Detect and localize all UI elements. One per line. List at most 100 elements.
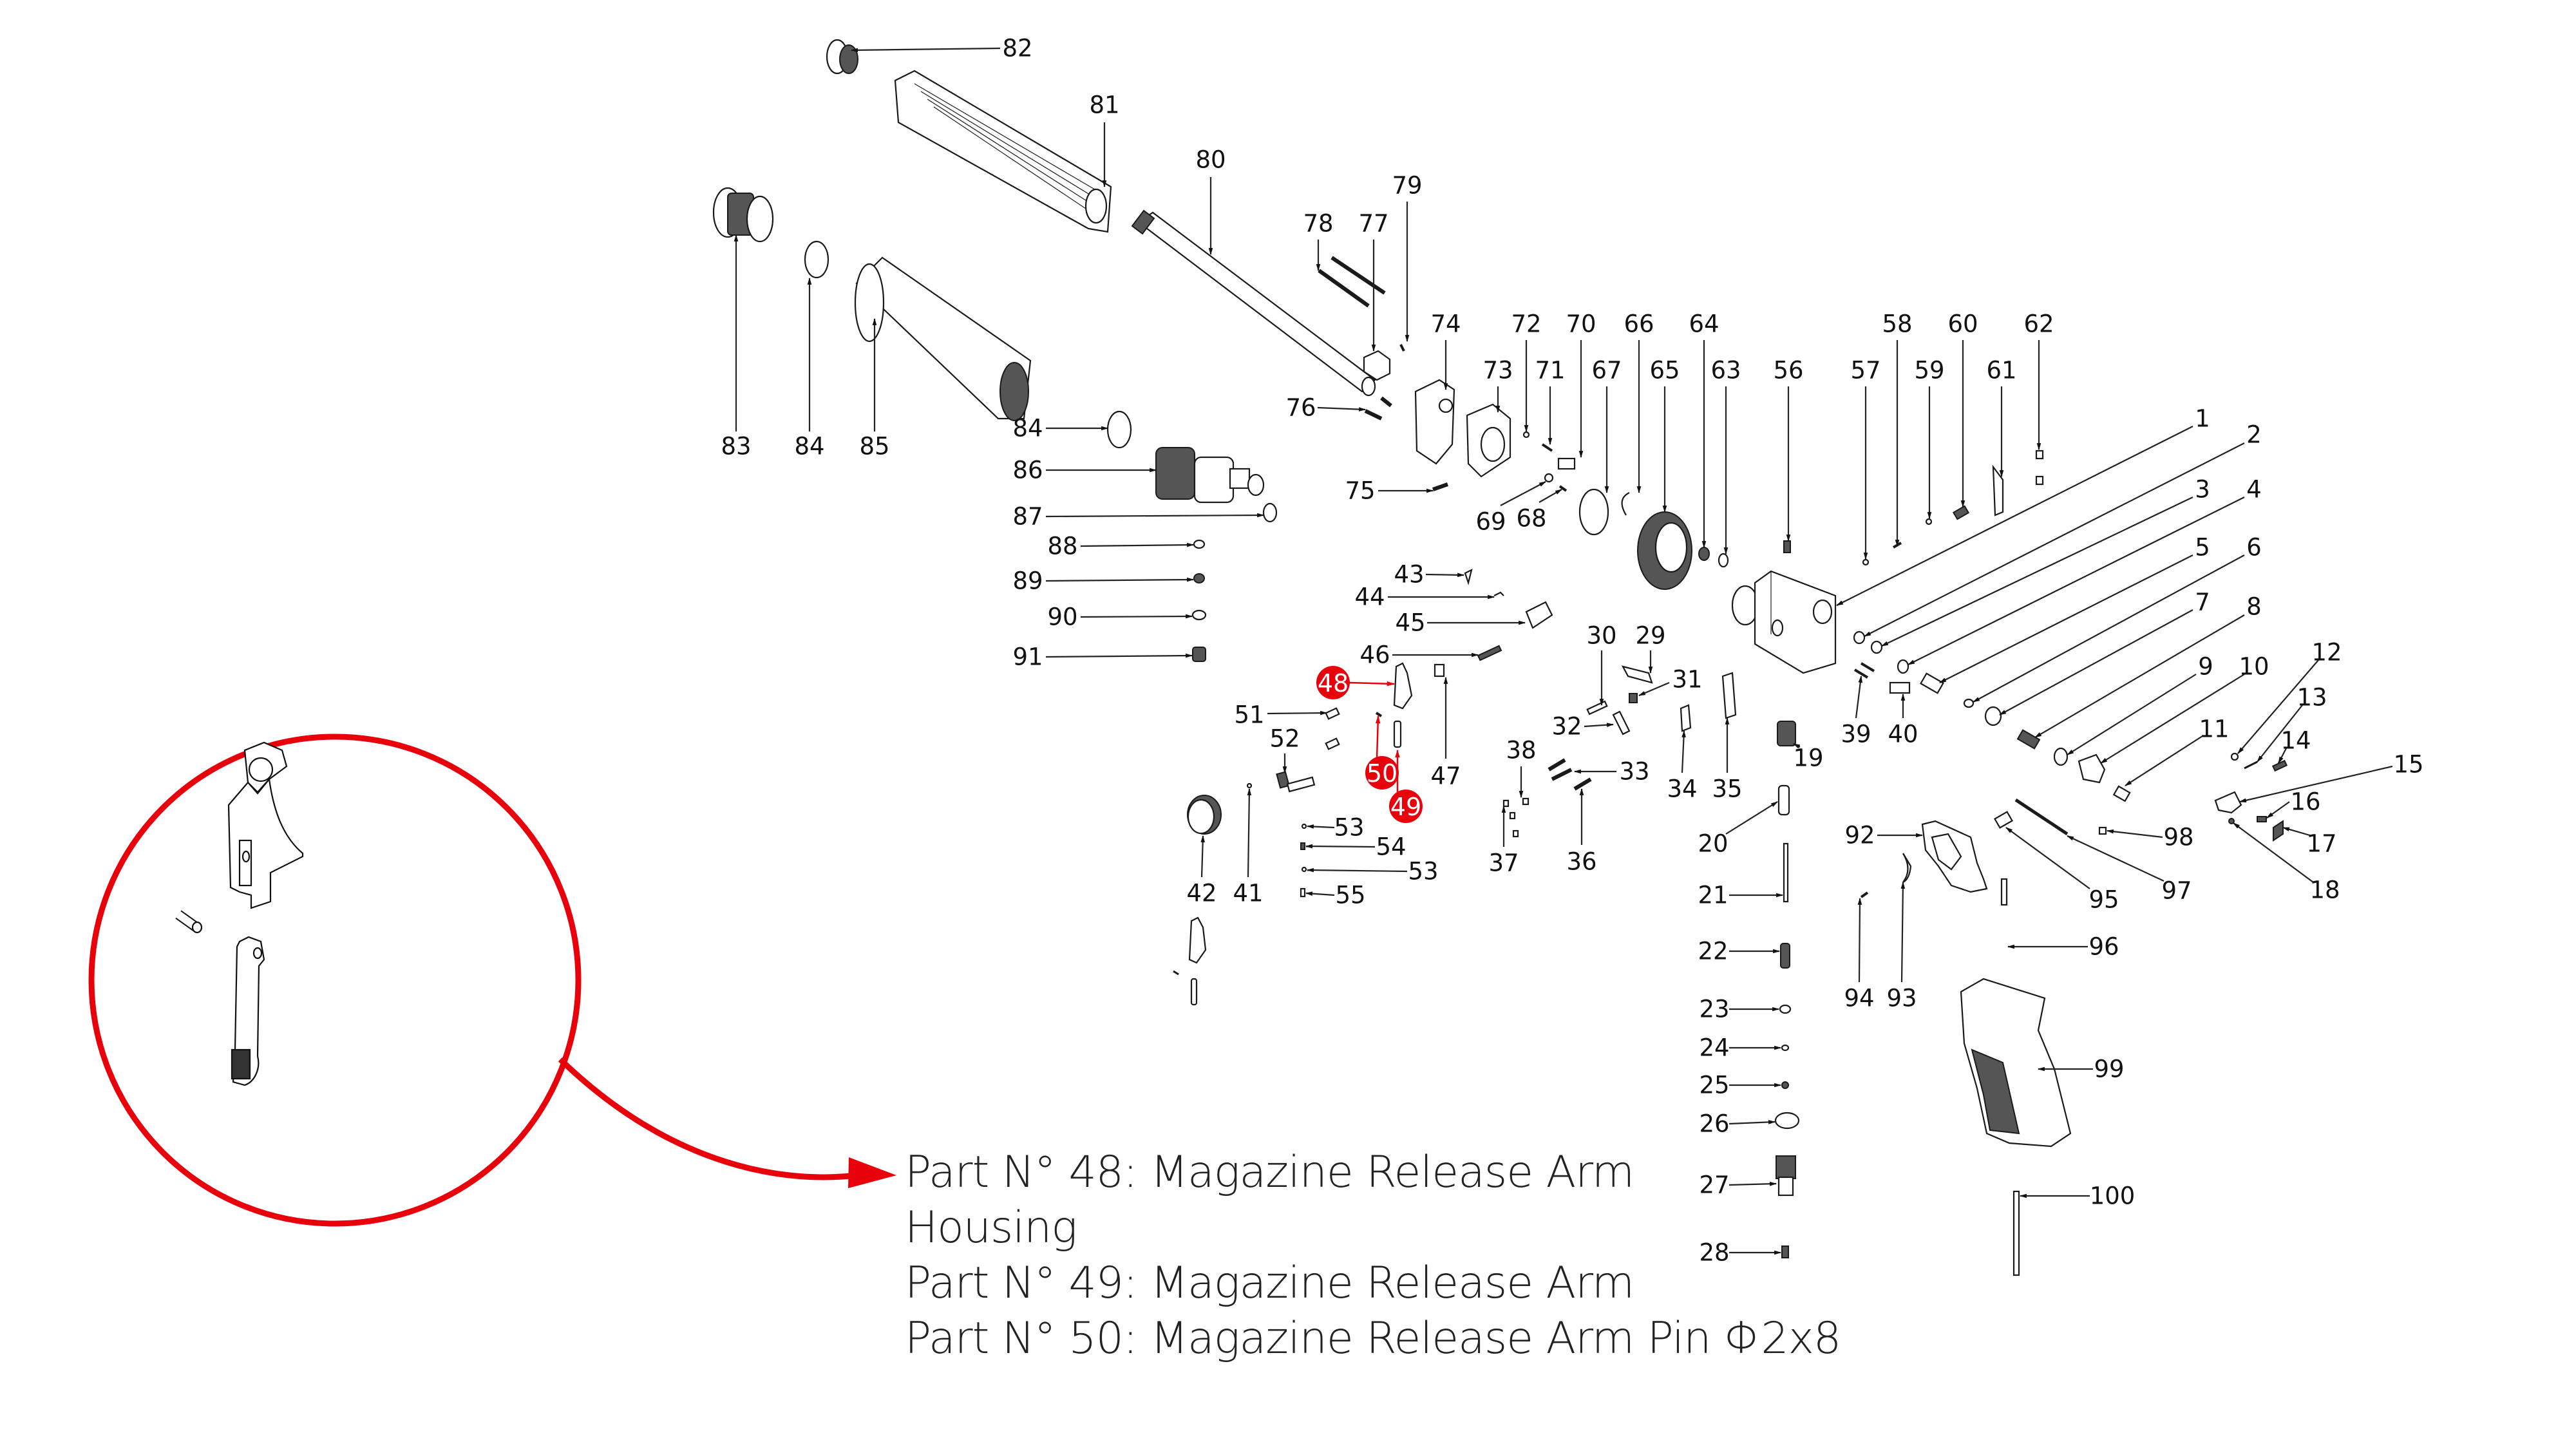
highlight-badge-circle (1365, 756, 1399, 790)
part-11-screws (2112, 785, 2131, 802)
part-label-21: 21 (1698, 882, 1728, 909)
part-label-90: 90 (1047, 603, 1077, 631)
part-19-spring (1777, 721, 1796, 746)
leader-lines (734, 47, 2393, 1255)
part-99-grip (1960, 978, 2072, 1148)
highlight-label-49: 49 (1390, 793, 1421, 821)
part-label-43: 43 (1394, 561, 1424, 589)
part-label-25: 25 (1699, 1072, 1729, 1099)
part-8-bushing (1984, 706, 2002, 726)
part-label-11: 11 (2199, 715, 2229, 743)
part-49-arm (1393, 720, 1402, 748)
part-label-62: 62 (2023, 310, 2054, 338)
part-51-screw (1325, 707, 1340, 720)
part-label-41: 41 (1233, 880, 1263, 907)
part-label-31: 31 (1672, 666, 1702, 694)
callout-circle (88, 734, 582, 1227)
part-label-14: 14 (2280, 727, 2311, 755)
part-label-81: 81 (1089, 91, 1119, 119)
part-69-bushing (1544, 473, 1554, 483)
part-label-37: 37 (1488, 849, 1519, 877)
callout-magnifier (88, 734, 896, 1227)
part-label-28: 28 (1699, 1239, 1729, 1267)
part-76-screws (1364, 409, 1383, 421)
part-84-oring-2 (1106, 410, 1132, 449)
part-label-89: 89 (1012, 567, 1043, 595)
part-57-washer (1862, 558, 1870, 566)
part-70-link (1557, 457, 1576, 470)
part-95-bushing (1993, 811, 2014, 829)
part-20-valve (1777, 784, 1790, 816)
part-label-78: 78 (1303, 210, 1333, 238)
part-60-screw (1952, 505, 1970, 520)
part-65-drum (1637, 511, 1692, 590)
part-label-20: 20 (1698, 830, 1728, 858)
highlight-badge-49: 49 (1389, 790, 1423, 823)
part-39-springs (1853, 662, 1875, 679)
highlight-badge-48: 48 (1316, 666, 1350, 699)
part-98-screw (2098, 826, 2107, 835)
part-label-19: 19 (1793, 744, 1823, 772)
caption-line-1: Part N° 48: Magazine Release Arm (905, 1147, 1634, 1198)
part-18-ball (2228, 818, 2235, 824)
part-22-spring (1780, 943, 1790, 969)
part-label-47: 47 (1430, 762, 1461, 790)
callout-connector (558, 1057, 857, 1180)
part-41-ball (1246, 782, 1253, 789)
callout-arrowhead (848, 1157, 896, 1188)
part-47-catch (1434, 663, 1445, 677)
part-label-98: 98 (2163, 824, 2193, 851)
part-label-61: 61 (1986, 357, 2016, 384)
part-label-85: 85 (859, 433, 889, 460)
part-label-76: 76 (1285, 394, 1316, 422)
part-label-58: 58 (1882, 310, 1912, 338)
part-label-87: 87 (1012, 503, 1043, 531)
part-75-screw (1432, 482, 1448, 491)
part-24-washer (1781, 1044, 1790, 1052)
part-21-pin (1783, 842, 1789, 903)
part-label-92: 92 (1844, 822, 1875, 849)
part-79-pin (1399, 344, 1405, 352)
part-label-64: 64 (1689, 310, 1719, 338)
part-67-ring (1578, 488, 1609, 536)
part-17-button (2273, 820, 2284, 842)
part-77-nut (1363, 350, 1391, 381)
part-label-73: 73 (1482, 357, 1513, 384)
part-drawings (712, 39, 2288, 1276)
part-28-set-screw (1781, 1245, 1789, 1258)
callout-caption: Part N° 48: Magazine Release Arm Housing… (905, 1145, 1935, 1367)
part-label-55: 55 (1335, 882, 1365, 909)
mini-mag-release-assembly (1173, 916, 1207, 1006)
part-86-regulator (1155, 447, 1265, 504)
part-label-1: 1 (2195, 405, 2210, 433)
part-label-5: 5 (2195, 534, 2210, 562)
part-50-pin (1375, 712, 1383, 717)
part-33-pins (1548, 758, 1592, 791)
part-label-84: 84 (794, 433, 824, 460)
part-46-spring (1477, 645, 1502, 661)
part-32-sear (1612, 710, 1631, 735)
part-label-68: 68 (1516, 505, 1546, 533)
part-label-46: 46 (1359, 641, 1390, 669)
part-label-82: 82 (1002, 35, 1032, 62)
part-label-8: 8 (2246, 593, 2262, 621)
part-label-2: 2 (2246, 421, 2262, 449)
part-label-40: 40 (1888, 721, 1918, 748)
part-label-39: 39 (1841, 721, 1871, 748)
part-74-block (1414, 379, 1455, 465)
zoomed-part-49-arm (231, 936, 265, 1086)
part-23-washer (1779, 1004, 1792, 1014)
part-92-trigger-frame (1921, 820, 1988, 893)
highlight-badge-circle (1316, 666, 1350, 699)
part-label-36: 36 (1566, 848, 1596, 876)
part-label-96: 96 (2088, 933, 2119, 961)
part-7-cap (1963, 698, 1975, 708)
part-97-link (2014, 798, 2069, 836)
part-label-95: 95 (2088, 886, 2119, 914)
part-13-pin (2244, 761, 2258, 770)
part-label-51: 51 (1234, 701, 1264, 729)
part-73-housing (1466, 403, 1511, 478)
part-59-washer (1925, 518, 1933, 526)
part-11-block (2078, 753, 2106, 784)
